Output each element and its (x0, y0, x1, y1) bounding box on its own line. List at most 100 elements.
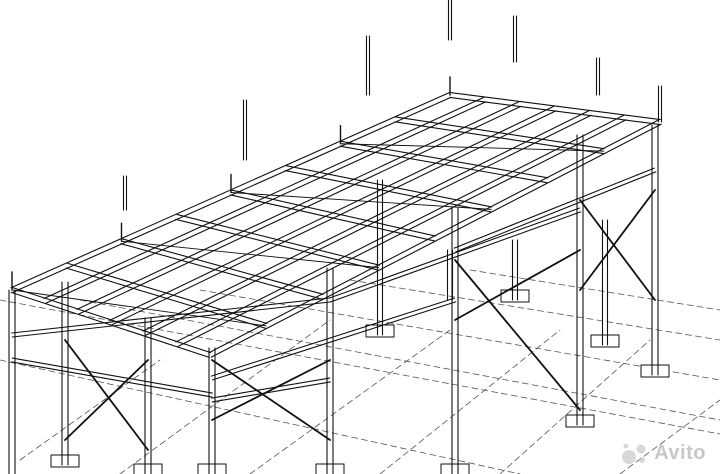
x-brace-3-a (579, 199, 656, 301)
tie-beam-2-edge-a (212, 301, 457, 381)
roof-girder-8-edge-b (449, 91, 661, 121)
roof-girder-7-edge-b (395, 116, 605, 150)
roof-frame (10, 0, 663, 358)
tie-beam-0 (11, 297, 331, 338)
tie-beam-2-edge-b (210, 297, 455, 377)
tie-beam-0-edge-b (11, 297, 331, 334)
footing-6 (500, 289, 530, 303)
x-brace-2-b (454, 259, 581, 411)
roof-girder-0-edge-b (12, 287, 212, 354)
tie-beam-4-edge-a (211, 381, 331, 403)
watermark: Avito (620, 440, 706, 466)
tie-beam-3-edge-b (453, 167, 655, 249)
mast-3 (447, 0, 453, 41)
x-brace-1-b (211, 359, 331, 441)
roof-girder-8 (449, 91, 661, 126)
roof-girder-5 (284, 165, 493, 213)
roof-purlin-6-edge-a (210, 123, 662, 358)
ground-line-h-2 (79, 299, 720, 421)
column-6 (576, 134, 584, 426)
roof-girder-2 (120, 238, 324, 300)
tie-beam-1-edge-a (11, 361, 213, 398)
roof-purlin-4-edge-b (142, 110, 590, 332)
footing-8 (50, 454, 80, 468)
roof-girder-2-edge-a (120, 243, 323, 300)
roof-girder-4 (229, 189, 437, 242)
tie-beam-2 (210, 297, 457, 381)
footing-5 (590, 334, 620, 348)
mast-2 (365, 35, 371, 96)
roof-purlin-5-edge-b (175, 114, 625, 343)
ground-line-h-3 (199, 289, 720, 381)
footing-3 (565, 414, 595, 428)
ground-line-h-5 (469, 269, 720, 311)
avito-dots-icon (622, 443, 646, 464)
inner-column-1 (511, 239, 519, 301)
column-2 (144, 317, 152, 474)
roof-girder-4-edge-a (229, 194, 436, 242)
tie-beam-1 (11, 357, 213, 398)
x-brace-0-a (64, 339, 149, 451)
footing-7 (365, 324, 395, 338)
roof-girder-4-edge-b (230, 189, 437, 237)
tie-beam-5 (328, 207, 582, 303)
roof-girder-3-edge-a (175, 218, 379, 271)
roof-girder-6-edge-a (339, 145, 548, 184)
inner-column-2 (601, 219, 609, 346)
tie-beam-4 (211, 377, 331, 403)
roof-brace-0 (11, 289, 267, 327)
roof-purlin-4 (142, 110, 592, 337)
roof-girder-5-edge-a (284, 170, 492, 213)
footing-9 (133, 463, 163, 474)
ground-line-d-2 (379, 329, 561, 474)
roof-girder-5-edge-b (285, 165, 493, 208)
roof-purlin-0-edge-b (10, 92, 450, 289)
mast-1 (242, 99, 248, 161)
mast-0 (122, 175, 128, 211)
roof-girder-7 (394, 116, 605, 155)
x-brace-3-b (579, 189, 656, 291)
ground-grid (0, 269, 720, 474)
tie-beam-5-edge-b (328, 207, 580, 299)
x-brace-1-a (211, 359, 331, 421)
ground-line-h-4 (349, 279, 720, 341)
tie-beam-5-edge-a (330, 211, 582, 303)
column-3 (208, 347, 216, 474)
ground-line-d-3 (499, 339, 651, 474)
tie-beam-1-edge-b (11, 357, 213, 394)
footing-0 (197, 463, 227, 474)
roof-purlin-6 (208, 119, 662, 358)
mast-6 (657, 85, 663, 123)
roof-purlin-5-edge-a (177, 119, 627, 347)
tie-beam-3 (453, 167, 657, 253)
roof-girder-1-edge-a (65, 267, 267, 329)
mast-5 (595, 57, 601, 96)
ground-line-d-0 (119, 319, 331, 474)
roof-brace-6 (340, 143, 605, 152)
front-frame (8, 124, 659, 474)
roof-girder-6-edge-b (340, 140, 549, 179)
x-brace-2-a (454, 249, 581, 321)
column-4 (326, 267, 334, 474)
ground-line-d-5 (19, 359, 161, 461)
footings (50, 289, 670, 474)
tie-beam-4-edge-b (211, 377, 331, 399)
tie-beam-3-edge-a (455, 171, 657, 253)
footing-2 (440, 463, 470, 474)
roof-girder-1-edge-b (66, 262, 268, 325)
roof-purlin-2 (76, 101, 522, 315)
watermark-text: Avito (654, 441, 706, 464)
roof-girder-0-edge-a (10, 291, 210, 358)
mast-4 (512, 15, 518, 63)
footing-1 (315, 463, 345, 474)
roof-girder-3-edge-b (176, 213, 380, 266)
roof-girder-2-edge-b (121, 238, 324, 295)
tie-beam-0-edge-a (11, 301, 331, 338)
column-1 (61, 281, 69, 466)
roof-girder-7-edge-a (394, 121, 604, 155)
ground-line-d-4 (619, 399, 720, 474)
roof-girder-3 (175, 213, 380, 271)
footing-4 (640, 364, 670, 378)
